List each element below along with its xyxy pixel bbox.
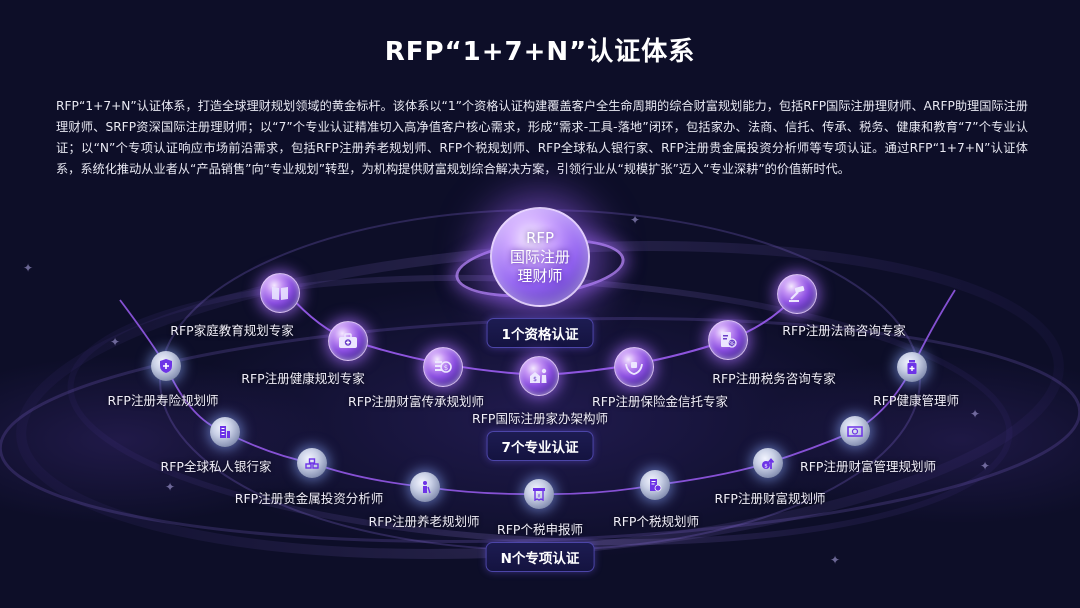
- node-wealth-inheritance[interactable]: $: [423, 347, 463, 387]
- gavel-icon: [777, 274, 817, 314]
- svg-text:$: $: [444, 364, 448, 372]
- svg-text:¥: ¥: [537, 494, 540, 500]
- bank-building-icon: [210, 417, 240, 447]
- sparkle-icon: ✦: [22, 261, 34, 275]
- label-legal-business: RFP注册法商咨询专家: [782, 323, 906, 338]
- node-tax-consulting[interactable]: %: [708, 320, 748, 360]
- node-legal-business[interactable]: [777, 274, 817, 314]
- sparkle-icon: ✦: [969, 407, 981, 421]
- shield-plus-icon: [151, 351, 181, 381]
- label-tax-planning: RFP个税规划师: [613, 514, 699, 529]
- sparkle-icon: ✦: [109, 335, 121, 349]
- label-wealth-planning: RFP注册财富规划师: [714, 491, 826, 506]
- node-private-banker[interactable]: [210, 417, 240, 447]
- label-health-management: RFP健康管理师: [873, 393, 959, 408]
- label-retirement: RFP注册养老规划师: [368, 514, 480, 529]
- label-insurance-trust: RFP注册保险金信托专家: [592, 394, 728, 409]
- label-tax-consulting: RFP注册税务咨询专家: [712, 371, 836, 386]
- node-life-insurance[interactable]: [151, 351, 181, 381]
- label-wealth-management: RFP注册财富管理规划师: [800, 459, 936, 474]
- medical-kit-icon: [328, 321, 368, 361]
- page-title: RFP“1+7+N”认证体系: [384, 37, 696, 67]
- money-stack-icon: $: [423, 347, 463, 387]
- badge-n-special: N个专项认证: [485, 542, 595, 572]
- core-line-2: 国际注册: [509, 247, 570, 266]
- node-health-planning[interactable]: [328, 321, 368, 361]
- label-precious-metals: RFP注册贵金属投资分析师: [234, 491, 384, 506]
- family-house-icon: $: [519, 356, 559, 396]
- hands-protect-icon: [614, 347, 654, 387]
- core-line-3: 理财师: [517, 266, 563, 285]
- label-family-office: RFP国际注册家办架构师: [472, 411, 608, 426]
- label-wealth-inheritance: RFP注册财富传承规划师: [348, 394, 484, 409]
- node-insurance-trust[interactable]: [614, 347, 654, 387]
- svg-text:%: %: [729, 341, 735, 348]
- node-wealth-management[interactable]: [840, 416, 870, 446]
- svg-text:$: $: [533, 376, 537, 383]
- sparkle-icon: ✦: [629, 213, 641, 227]
- badge-1-qualification: 1个资格认证: [486, 318, 594, 348]
- node-health-management[interactable]: [897, 352, 927, 382]
- node-tax-planning[interactable]: [640, 470, 670, 500]
- sparkle-icon: ✦: [979, 459, 991, 473]
- svg-text:$: $: [764, 463, 768, 469]
- node-retirement[interactable]: [410, 472, 440, 502]
- gold-bars-icon: [297, 448, 327, 478]
- core-sphere-rfp[interactable]: RFP 国际注册 理财师: [490, 207, 590, 307]
- node-wealth-planning[interactable]: $: [753, 448, 783, 478]
- cash-icon: [840, 416, 870, 446]
- node-precious-metals[interactable]: [297, 448, 327, 478]
- node-family-education[interactable]: [260, 273, 300, 313]
- money-growth-icon: $: [753, 448, 783, 478]
- core-line-1: RFP: [525, 228, 555, 247]
- badge-7-professional: 7个专业认证: [486, 431, 594, 461]
- sparkle-icon: ✦: [829, 553, 841, 567]
- sparkle-icon: ✦: [164, 480, 176, 494]
- label-tax-filing: RFP个税申报师: [497, 522, 583, 537]
- node-family-office[interactable]: $: [519, 356, 559, 396]
- receipt-icon: ¥: [524, 479, 554, 509]
- medicine-bottle-icon: [897, 352, 927, 382]
- label-family-education: RFP家庭教育规划专家: [170, 323, 294, 338]
- tax-document-icon: %: [708, 320, 748, 360]
- label-health-planning: RFP注册健康规划专家: [241, 371, 365, 386]
- label-life-insurance: RFP注册寿险规划师: [107, 393, 219, 408]
- book-icon: [260, 273, 300, 313]
- elder-cane-icon: [410, 472, 440, 502]
- intro-paragraph: RFP“1+7+N”认证体系，打造全球理财规划领域的黄金标杆。该体系以“1”个资…: [56, 99, 1028, 176]
- node-tax-filing[interactable]: ¥: [524, 479, 554, 509]
- tax-form-icon: [640, 470, 670, 500]
- label-private-banker: RFP全球私人银行家: [160, 459, 272, 474]
